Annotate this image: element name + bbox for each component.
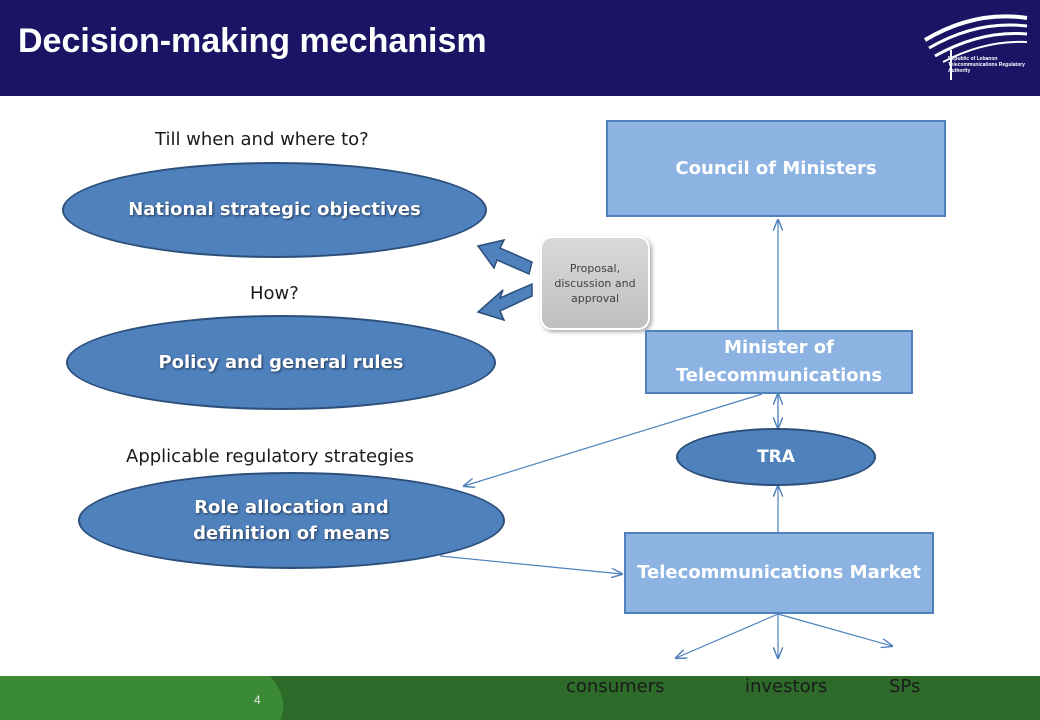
ellipse-national-objectives: National strategic objectives — [62, 162, 487, 258]
role-label-line1: Role allocation and — [194, 496, 389, 518]
tra-label: TRA — [757, 447, 795, 467]
ellipse-national-label: National strategic objectives — [128, 199, 421, 220]
ellipse-policy-rules: Policy and general rules — [66, 315, 496, 410]
question-till-when: Till when and where to? — [155, 129, 369, 150]
ellipse-role-allocation: Role allocation and definition of means — [78, 472, 505, 569]
role-label-line2: definition of means — [193, 522, 390, 544]
question-applicable-strategies: Applicable regulatory strategies — [126, 446, 414, 467]
label-investors: investors — [745, 676, 828, 697]
minister-label-line1: Minister of — [724, 337, 834, 358]
ellipse-policy-label: Policy and general rules — [158, 351, 404, 373]
tra-ellipse: TRA — [676, 428, 876, 486]
slide-title: Decision-making mechanism — [18, 22, 487, 60]
question-how: How? — [250, 283, 299, 304]
minister-label: Minister of Telecommunications — [676, 334, 882, 390]
block-arrow-lower — [476, 282, 533, 322]
label-sps: SPs — [889, 676, 921, 697]
role-to-market-arrow — [439, 555, 622, 574]
block-arrow-upper — [476, 238, 533, 276]
market-label: Telecommunications Market — [637, 562, 921, 583]
council-of-ministers-box: Council of Ministers — [606, 120, 946, 217]
tra-logo — [923, 14, 1028, 80]
market-to-consumers-arrow — [676, 613, 779, 658]
proposal-box: Proposal, discussion and approval — [540, 236, 650, 330]
market-to-sps-arrow — [777, 613, 892, 646]
telecom-market-box: Telecommunications Market — [624, 532, 934, 614]
council-label: Council of Ministers — [675, 157, 877, 179]
footer-accent — [0, 676, 284, 720]
ellipse-role-label: Role allocation and definition of means — [193, 495, 390, 547]
slide-header: Decision-making mechanism — [0, 0, 1040, 96]
minister-box: Minister of Telecommunications — [645, 330, 913, 394]
logo-text: Republic of Lebanon Telecommunications R… — [948, 56, 1025, 74]
proposal-label: Proposal, discussion and approval — [554, 261, 636, 305]
minister-label-line2: Telecommunications — [675, 365, 883, 386]
page-number: 4 — [254, 693, 261, 707]
minister-to-role-arrow — [464, 393, 763, 486]
label-consumers: consumers — [566, 676, 665, 697]
